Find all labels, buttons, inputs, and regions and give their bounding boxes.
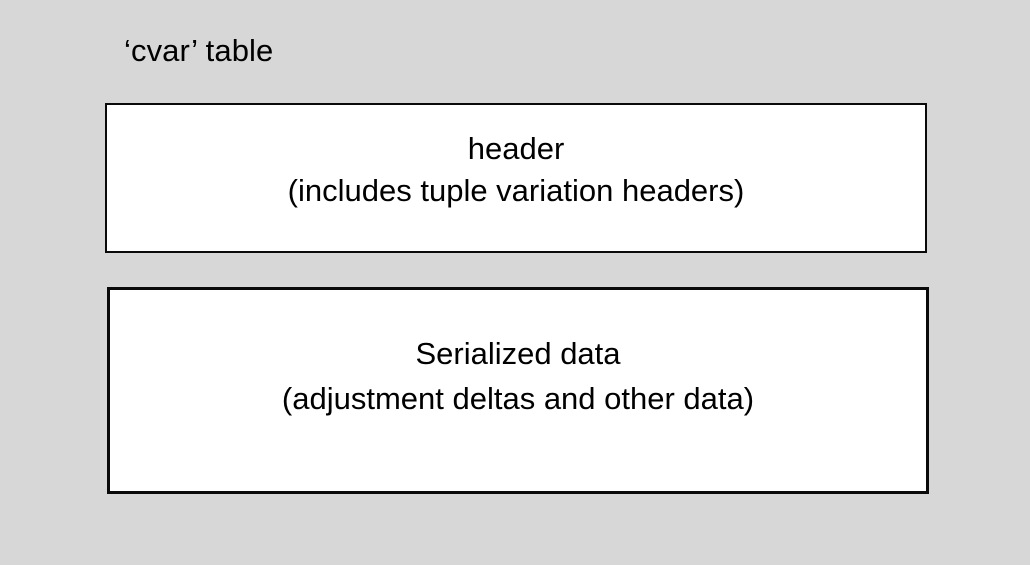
header-block: header (includes tuple variation headers… xyxy=(105,103,927,253)
header-block-line-2: (includes tuple variation headers) xyxy=(287,173,745,208)
header-block-line-1: header xyxy=(467,131,565,166)
serialized-data-block: Serialized data (adjustment deltas and o… xyxy=(107,287,929,494)
serialized-data-block-line-1: Serialized data xyxy=(415,336,621,371)
serialized-data-block-line-2: (adjustment deltas and other data) xyxy=(281,381,755,416)
page-title: ‘cvar’ table xyxy=(124,33,274,68)
